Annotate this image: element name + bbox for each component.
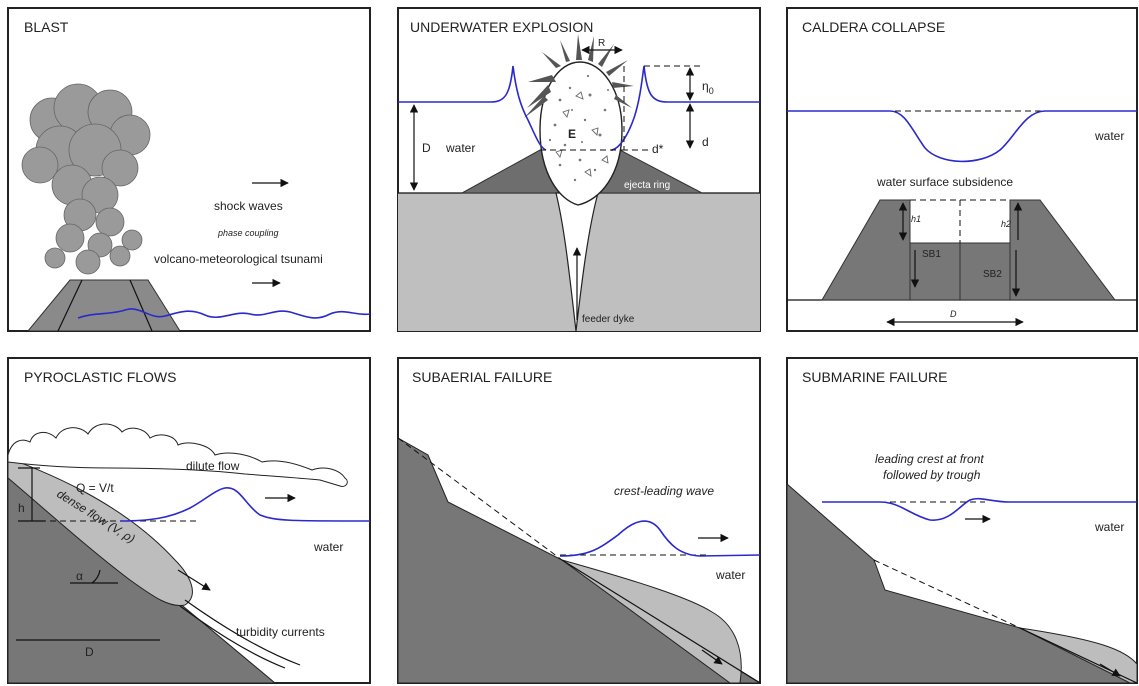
- explosion-bubble: [539, 61, 623, 206]
- h1-label: h1: [911, 214, 921, 224]
- d-star-label: d*: [652, 142, 664, 156]
- slide-mass: [561, 559, 742, 683]
- shock-waves-label: shock waves: [214, 199, 283, 213]
- water-label: water: [445, 141, 475, 155]
- discharge-label: Q = V/t: [76, 481, 114, 495]
- depth-d-label: d: [702, 135, 709, 149]
- turbidity-label: turbidity currents: [236, 625, 325, 639]
- water-surface: [559, 520, 760, 557]
- panel-submarine-failure: SUBMARINE FAILURE leading crest at front…: [786, 357, 1138, 684]
- subsidence-label: water surface subsidence: [876, 175, 1013, 189]
- crest-leading-label: crest-leading wave: [614, 484, 714, 498]
- water-surface: [119, 487, 370, 522]
- panel-subaerial-failure: SUBAERIAL FAILURE crest-leading wave wat…: [397, 357, 761, 684]
- panel-title: BLAST: [24, 19, 69, 35]
- dilute-flow-cloud: [8, 423, 348, 487]
- energy-label: E: [568, 127, 576, 141]
- subsided-block-2: [959, 242, 1011, 301]
- sb1-label: SB1: [922, 249, 941, 260]
- panel-title: UNDERWATER EXPLOSION: [410, 19, 593, 35]
- caldera-right-wall: [1009, 199, 1116, 301]
- sb2-label: SB2: [983, 269, 1002, 280]
- distance-D-label: D: [85, 645, 94, 659]
- water-surface: [77, 308, 370, 319]
- panel-title: SUBMARINE FAILURE: [802, 369, 947, 385]
- diameter-label: D: [950, 309, 957, 319]
- panel-underwater-explosion: UNDERWATER EXPLOSION R η0 d D water E d*…: [397, 7, 761, 332]
- panel-pyroclastic-flows: PYROCLASTIC FLOWS dilute flow Q = V/t h …: [7, 357, 371, 684]
- subsided-block-1: [909, 242, 961, 301]
- water-label: water: [715, 568, 745, 582]
- height-h-label: h: [18, 501, 25, 515]
- eruption-plume: [21, 83, 151, 275]
- ejecta-ring-label: ejecta ring: [624, 180, 670, 191]
- slide-direction-arrow: [701, 649, 723, 665]
- panel-title: SUBAERIAL FAILURE: [412, 369, 552, 385]
- dense-flow: [8, 457, 193, 607]
- dilute-flow-label: dilute flow: [186, 459, 240, 473]
- panel-caldera-collapse: CALDERA COLLAPSE water water surface sub…: [786, 7, 1138, 332]
- flow-direction-arrow: [177, 569, 211, 591]
- leading-crest-line2: followed by trough: [883, 468, 981, 482]
- h2-label: h2: [1001, 219, 1011, 229]
- panel-title: PYROCLASTIC FLOWS: [24, 369, 176, 385]
- water-label: water: [313, 540, 343, 554]
- phase-coupling-label: phase coupling: [217, 228, 279, 238]
- water-label: water: [1094, 520, 1124, 534]
- leading-crest-line1: leading crest at front: [875, 452, 984, 466]
- water-surface: [822, 497, 1137, 521]
- slide-direction-arrow: [1099, 663, 1121, 677]
- volcano-cone: [27, 279, 181, 331]
- panel-title: CALDERA COLLAPSE: [802, 19, 945, 35]
- ejecta-spikes: [524, 34, 634, 118]
- depth-D-label: D: [422, 141, 431, 155]
- eta-label: η0: [702, 79, 714, 96]
- water-surface: [787, 110, 1137, 163]
- radius-label: R: [598, 38, 605, 49]
- bubble-fragments: [548, 74, 614, 182]
- meteo-tsunami-label: volcano-meteorological tsunami: [154, 252, 323, 266]
- alpha-label: α: [76, 569, 83, 583]
- panel-blast: BLAST shock waves phase coupling volcano…: [7, 7, 371, 332]
- water-label: water: [1094, 129, 1124, 143]
- feeder-dyke-label: feeder dyke: [582, 314, 635, 325]
